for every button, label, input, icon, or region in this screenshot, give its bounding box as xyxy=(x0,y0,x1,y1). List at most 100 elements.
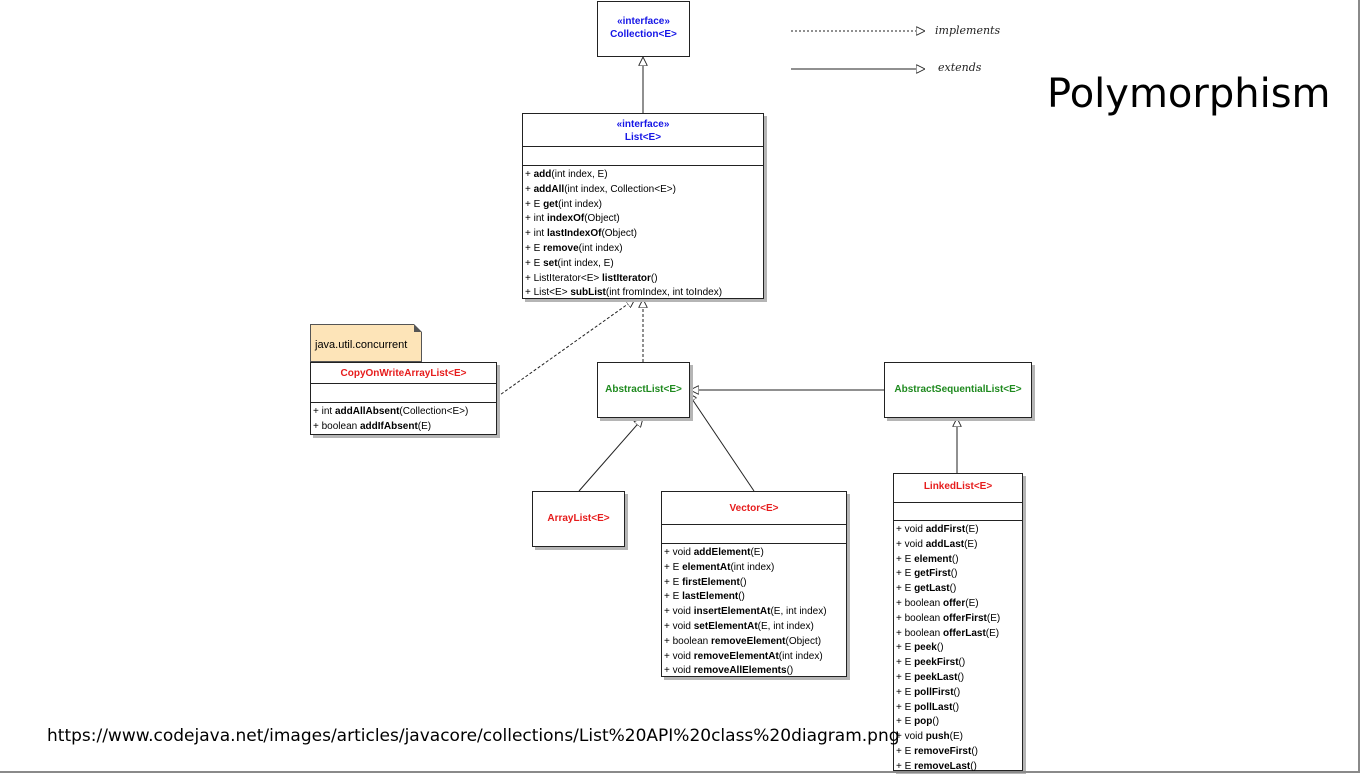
operation-parameters: (Object) xyxy=(601,228,637,240)
operation-parameters: (int fromIndex, int toIndex) xyxy=(605,287,723,299)
operation-signature-prefix: + int xyxy=(525,213,547,225)
operation-row: + int addAllAbsent(Collection<E>) xyxy=(313,405,494,420)
operation-row: + addAll(int index, Collection<E>) xyxy=(525,183,761,198)
operation-name: removeFirst xyxy=(914,745,972,757)
operation-signature-prefix: + boolean xyxy=(896,627,943,639)
operation-parameters: (E) xyxy=(965,597,979,609)
operation-row: + E set(int index, E) xyxy=(525,257,761,272)
operation-name: elementAt xyxy=(682,561,731,573)
operation-signature-prefix: + ListIterator<E> xyxy=(525,272,602,284)
operation-name: offer xyxy=(943,597,966,609)
list-attributes xyxy=(523,147,763,166)
operation-parameters: () xyxy=(738,591,745,603)
operation-signature-prefix: + boolean xyxy=(896,612,943,624)
vector-operations: + void addElement(E)+ E elementAt(int in… xyxy=(662,544,846,680)
operation-row: + E peekLast() xyxy=(896,671,1020,686)
operation-parameters: () xyxy=(950,568,958,580)
operation-parameters: () xyxy=(936,642,944,654)
collection-stereotype: «interface» xyxy=(617,16,670,27)
operation-signature-prefix: + E xyxy=(896,642,915,654)
class-linkedlist: LinkedList<E> + void addFirst(E)+ void a… xyxy=(893,473,1023,772)
operation-row: + E getLast() xyxy=(896,582,1020,597)
operation-signature-prefix: + void xyxy=(664,650,694,662)
operation-signature-prefix: + List<E> xyxy=(525,287,571,299)
operation-row: + void removeAllElements() xyxy=(664,664,844,679)
operation-name: peekFirst xyxy=(914,657,959,669)
operation-name: pollLast xyxy=(914,701,953,713)
operation-name: listIterator xyxy=(602,272,651,284)
operation-signature-prefix: + E xyxy=(896,760,915,772)
operation-row: + void addFirst(E) xyxy=(896,523,1020,538)
cowal-operations: + int addAllAbsent(Collection<E>)+ boole… xyxy=(311,403,496,436)
operation-row: + E pollLast() xyxy=(896,701,1020,716)
operation-name: pollFirst xyxy=(914,686,954,698)
cowal-attributes xyxy=(311,384,496,403)
operation-name: addElement xyxy=(693,547,751,558)
operation-row: + int indexOf(Object) xyxy=(525,212,761,227)
operation-signature-prefix: + E xyxy=(664,561,683,573)
operation-name: offerLast xyxy=(943,627,986,639)
operation-name: removeAllElements xyxy=(693,665,787,677)
operation-signature-prefix: + void xyxy=(664,606,694,618)
operation-name: addLast xyxy=(925,538,965,550)
class-list: «interface» List<E> + add(int index, E)+… xyxy=(522,113,764,299)
operation-parameters: () xyxy=(957,671,965,683)
operation-parameters: (int index, E) xyxy=(551,169,608,180)
operation-name: offerFirst xyxy=(943,612,987,624)
source-url: https://www.codejava.net/images/articles… xyxy=(47,726,900,746)
operation-parameters: (int index, E) xyxy=(557,257,614,269)
operation-parameters: () xyxy=(952,701,960,713)
operation-row: + void push(E) xyxy=(896,730,1020,745)
operation-parameters: (E, int index) xyxy=(770,606,827,618)
operation-name: removeElement xyxy=(711,635,786,647)
operation-signature-prefix: + void xyxy=(664,547,694,558)
operation-signature-prefix: + void xyxy=(896,538,926,550)
operation-parameters: (int index) xyxy=(730,561,775,573)
operation-name: lastElement xyxy=(682,591,739,603)
vector-attributes xyxy=(662,525,846,544)
operation-signature-prefix: + boolean xyxy=(664,635,711,647)
operation-parameters: (Collection<E>) xyxy=(399,406,469,417)
operation-signature-prefix: + E xyxy=(525,242,544,254)
legend-implements-label: implements xyxy=(935,24,1001,37)
operation-name: set xyxy=(543,257,558,269)
class-arraylist: ArrayList<E> xyxy=(532,491,625,547)
operation-name: addAll xyxy=(533,183,565,195)
operation-parameters: (E) xyxy=(985,627,1000,639)
operation-parameters: (Object) xyxy=(584,213,620,225)
class-copyonwritearraylist: CopyOnWriteArrayList<E> + int addAllAbse… xyxy=(310,362,497,435)
operation-parameters: () xyxy=(949,583,957,595)
list-stereotype: «interface» xyxy=(616,119,670,130)
operation-name: subList xyxy=(570,287,606,299)
operation-signature-prefix: + E xyxy=(896,657,915,669)
vector-name: Vector<E> xyxy=(729,503,779,514)
collection-name: Collection<E> xyxy=(610,29,677,40)
operation-signature-prefix: + E xyxy=(896,568,915,580)
operation-signature-prefix: + int xyxy=(525,228,547,240)
operation-row: + E remove(int index) xyxy=(525,242,761,257)
abstractseqlist-name: AbstractSequentialList<E> xyxy=(894,384,1022,395)
operation-signature-prefix: + E xyxy=(525,198,544,210)
operation-signature-prefix: + E xyxy=(896,583,915,595)
operation-signature-prefix: + E xyxy=(896,671,915,683)
operation-parameters: (int index, Collection<E>) xyxy=(564,183,676,195)
operation-name: removeElementAt xyxy=(693,650,779,662)
operation-name: push xyxy=(925,731,950,743)
operation-signature-prefix: + E xyxy=(896,745,915,757)
operation-row: + ListIterator<E> listIterator() xyxy=(525,272,761,287)
operation-name: addFirst xyxy=(925,524,966,535)
operation-name: peekLast xyxy=(914,671,958,683)
operation-row: + E removeLast() xyxy=(896,760,1020,775)
operation-signature-prefix: + E xyxy=(525,257,544,269)
abstractlist-name: AbstractList<E> xyxy=(605,384,682,395)
operation-signature-prefix: + int xyxy=(313,406,335,417)
operation-parameters: (E) xyxy=(949,731,963,743)
operation-signature-prefix: + boolean xyxy=(313,420,360,432)
package-note: java.util.concurrent xyxy=(310,324,422,362)
operation-parameters: (E) xyxy=(965,524,979,535)
operation-name: addIfAbsent xyxy=(360,420,418,432)
operation-name: add xyxy=(533,169,552,180)
operation-row: + List<E> subList(int fromIndex, int toI… xyxy=(525,286,761,301)
operation-parameters: (E, int index) xyxy=(757,620,814,632)
